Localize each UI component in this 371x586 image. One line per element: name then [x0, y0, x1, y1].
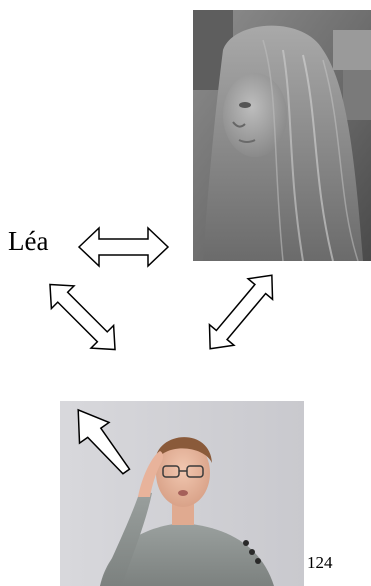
photo-girl-image [193, 10, 371, 261]
double-arrow-horizontal-icon [77, 226, 170, 268]
double-arrow-diagonal-left-icon [49, 283, 116, 351]
page-number: 124 [307, 553, 333, 572]
photo-signer [60, 401, 304, 586]
photo-signer-image [60, 401, 304, 586]
photo-girl-grayscale [193, 10, 371, 261]
arrow-down-left-icon [77, 408, 131, 475]
name-label: Léa [8, 226, 49, 256]
double-arrow-diagonal-right-icon [208, 274, 274, 350]
